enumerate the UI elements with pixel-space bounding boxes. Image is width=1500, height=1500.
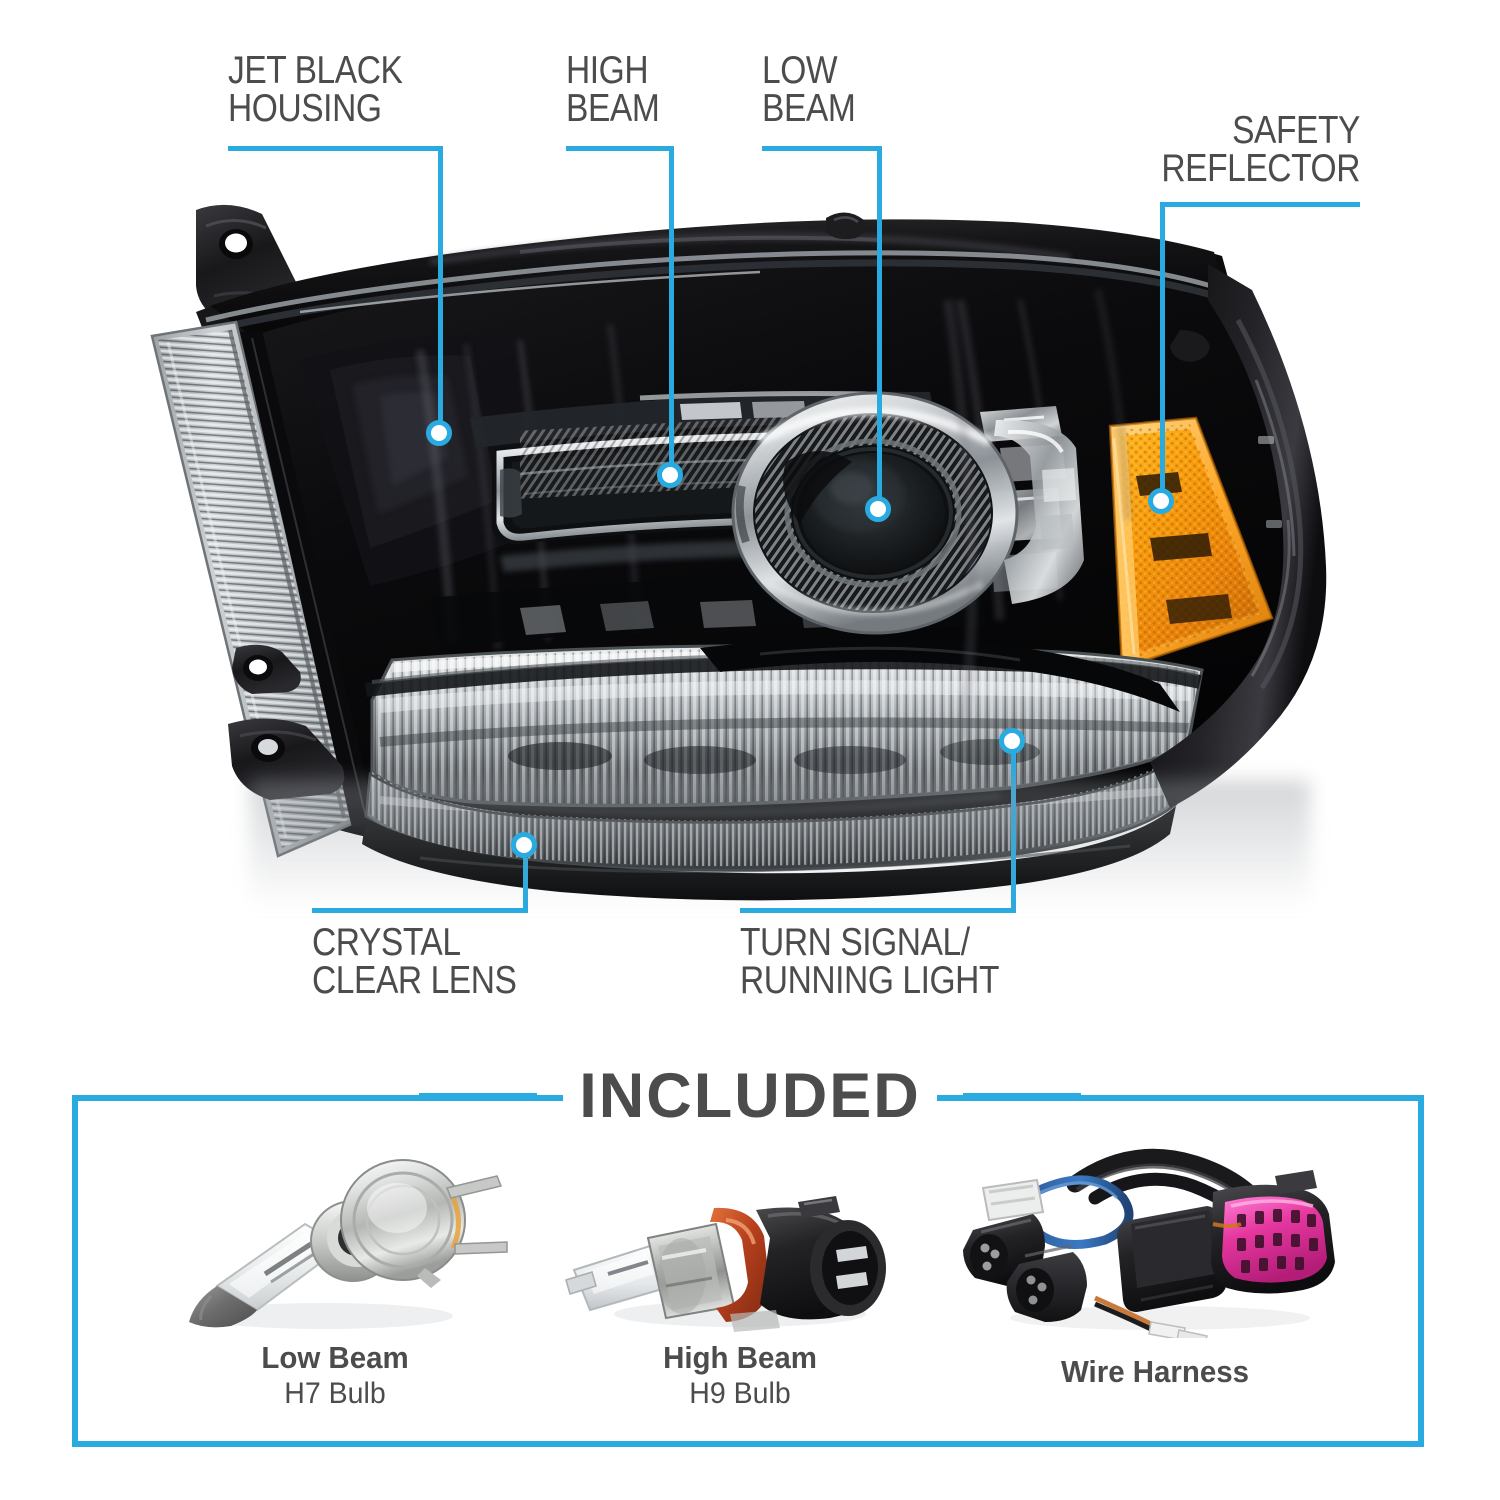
included-item-high-beam-bulb: High Beam H9 Bulb (530, 1128, 950, 1428)
callout-stem-crystal-clear-lens (523, 858, 528, 910)
included-title-low-beam: Low Beam (261, 1340, 409, 1375)
included-subtitle-low-beam: H7 Bulb (284, 1376, 386, 1410)
callout-stem-jet-black-housing (438, 146, 443, 436)
callout-underline-low-beam (762, 146, 882, 151)
included-heading-row: INCLUDED (0, 1058, 1500, 1134)
callout-stem-low-beam (877, 146, 882, 510)
callout-underline-turn-signal-running-light (740, 908, 1016, 913)
product-reflection (250, 780, 1310, 910)
callout-label-high-beam: HIGH BEAM (566, 49, 660, 131)
safety-reflector-amber (1108, 416, 1274, 670)
included-heading: INCLUDED (563, 1064, 937, 1128)
included-rule-left (419, 1093, 538, 1099)
included-title-high-beam: High Beam (663, 1340, 817, 1375)
h9-bulb-image (565, 1196, 886, 1332)
callout-dot-turn-signal-running-light (999, 728, 1025, 754)
callout-underline-crystal-clear-lens (312, 908, 528, 913)
callout-dot-safety-reflector (1148, 488, 1174, 514)
callout-label-safety-reflector: SAFETY REFLECTOR (1161, 109, 1360, 191)
callout-dot-jet-black-housing (426, 420, 452, 446)
included-caption-high-beam: High Beam H9 Bulb (530, 1340, 950, 1412)
housing-top-seam (205, 250, 1224, 334)
callout-dot-crystal-clear-lens (511, 832, 537, 858)
callout-label-jet-black-housing: JET BLACK HOUSING (228, 49, 403, 131)
included-rule-right (962, 1093, 1081, 1099)
body-highlights (435, 289, 1132, 817)
included-item-wire-harness: Wire Harness (945, 1128, 1365, 1428)
wire-harness-image (963, 1148, 1335, 1338)
callout-stem-turn-signal-running-light (1011, 752, 1016, 910)
callout-stem-safety-reflector (1160, 202, 1165, 498)
included-subtitle-high-beam: H9 Bulb (689, 1376, 791, 1410)
callout-label-crystal-clear-lens: CRYSTAL CLEAR LENS (312, 921, 517, 1003)
callout-underline-jet-black-housing (228, 146, 443, 151)
outer-bezel-right (1150, 264, 1327, 808)
callout-underline-safety-reflector (1160, 202, 1360, 207)
callout-label-turn-signal-running-light: TURN SIGNAL/ RUNNING LIGHT (740, 921, 1000, 1003)
lens-divider (365, 637, 1202, 712)
projector-shroud (994, 419, 1084, 604)
callout-label-low-beam: LOW BEAM (762, 49, 856, 131)
included-item-low-beam-bulb: Low Beam H7 Bulb (125, 1128, 545, 1428)
callout-stem-high-beam (669, 146, 674, 478)
mounting-tab-lower (228, 644, 345, 800)
included-title-wire-harness: Wire Harness (1061, 1354, 1249, 1389)
callout-dot-high-beam (657, 462, 683, 488)
h7-bulb-image (189, 1159, 508, 1329)
included-caption-low-beam: Low Beam H7 Bulb (125, 1340, 545, 1412)
callout-dot-low-beam (865, 496, 891, 522)
callout-underline-high-beam (566, 146, 674, 151)
included-caption-wire-harness: Wire Harness (945, 1354, 1365, 1390)
